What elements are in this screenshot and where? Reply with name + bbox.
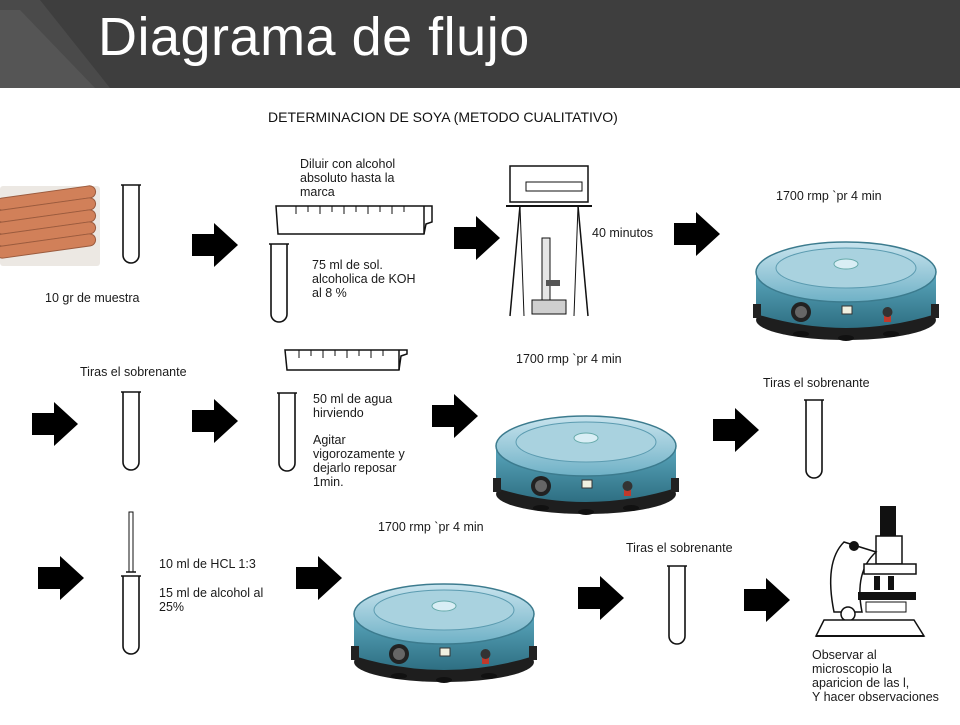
water-label: 50 ml de agua hirviendo bbox=[313, 392, 393, 420]
header-corner-decoration bbox=[0, 0, 110, 88]
sausages-icon bbox=[0, 185, 100, 266]
right-arrow-icon bbox=[192, 399, 238, 443]
graduated-cylinder-icon bbox=[284, 349, 408, 371]
diagram-heading: DETERMINACION DE SOYA (METODO CUALITATIV… bbox=[268, 109, 618, 125]
flow-diagram: DETERMINACION DE SOYA (METODO CUALITATIV… bbox=[0, 88, 960, 720]
agitate-label: Agitar vigorozamente y dejarlo reposar 1… bbox=[313, 433, 405, 489]
observe-label: Observar al microscopio la aparicion de … bbox=[812, 648, 939, 704]
centrifuge-icon bbox=[350, 583, 538, 684]
hcl-label: 10 ml de HCL 1:3 bbox=[159, 557, 256, 571]
alcohol-label: 15 ml de alcohol al 25% bbox=[159, 586, 264, 614]
discard3-label: Tiras el sobrenante bbox=[626, 541, 733, 555]
right-arrow-icon bbox=[192, 223, 238, 267]
right-arrow-icon bbox=[432, 394, 478, 438]
test-tube-icon bbox=[120, 184, 142, 264]
right-arrow-icon bbox=[296, 556, 342, 600]
centrifuge-icon bbox=[752, 241, 940, 342]
right-arrow-icon bbox=[578, 576, 624, 620]
microscope-icon bbox=[814, 506, 926, 637]
centrifuge-icon bbox=[492, 415, 680, 516]
centrifuge1-label: 1700 rmp `pr 4 min bbox=[776, 189, 882, 203]
test-tube-icon bbox=[803, 399, 825, 479]
centrifuge2-label: 1700 rmp `pr 4 min bbox=[516, 352, 622, 366]
bunsen-burner-icon bbox=[506, 165, 592, 317]
right-arrow-icon bbox=[38, 556, 84, 600]
koh-label: 75 ml de sol. alcoholica de KOH al 8 % bbox=[312, 258, 416, 300]
discard1-label: Tiras el sobrenante bbox=[80, 365, 187, 379]
graduated-cylinder-icon bbox=[275, 205, 433, 235]
test-tube-icon bbox=[120, 575, 142, 655]
sample-label: 10 gr de muestra bbox=[45, 291, 140, 305]
dilute-label: Diluir con alcohol absoluto hasta la mar… bbox=[300, 157, 396, 199]
test-tube-icon bbox=[120, 391, 142, 471]
flow-diagram-graphics: DETERMINACION DE SOYA (METODO CUALITATIV… bbox=[0, 109, 940, 684]
slide-header: Diagrama de flujo bbox=[0, 0, 960, 88]
pipette-icon bbox=[126, 511, 136, 573]
centrifuge3-label: 1700 rmp `pr 4 min bbox=[378, 520, 484, 534]
right-arrow-icon bbox=[454, 216, 500, 260]
slide-title: Diagrama de flujo bbox=[98, 7, 530, 67]
test-tube-icon bbox=[276, 392, 298, 472]
test-tube-icon bbox=[268, 243, 290, 323]
test-tube-icon bbox=[666, 565, 688, 645]
right-arrow-icon bbox=[32, 402, 78, 446]
right-arrow-icon bbox=[713, 408, 759, 452]
minutes-label: 40 minutos bbox=[592, 226, 654, 240]
right-arrow-icon bbox=[674, 212, 720, 256]
right-arrow-icon bbox=[744, 578, 790, 622]
discard2-label: Tiras el sobrenante bbox=[763, 376, 870, 390]
